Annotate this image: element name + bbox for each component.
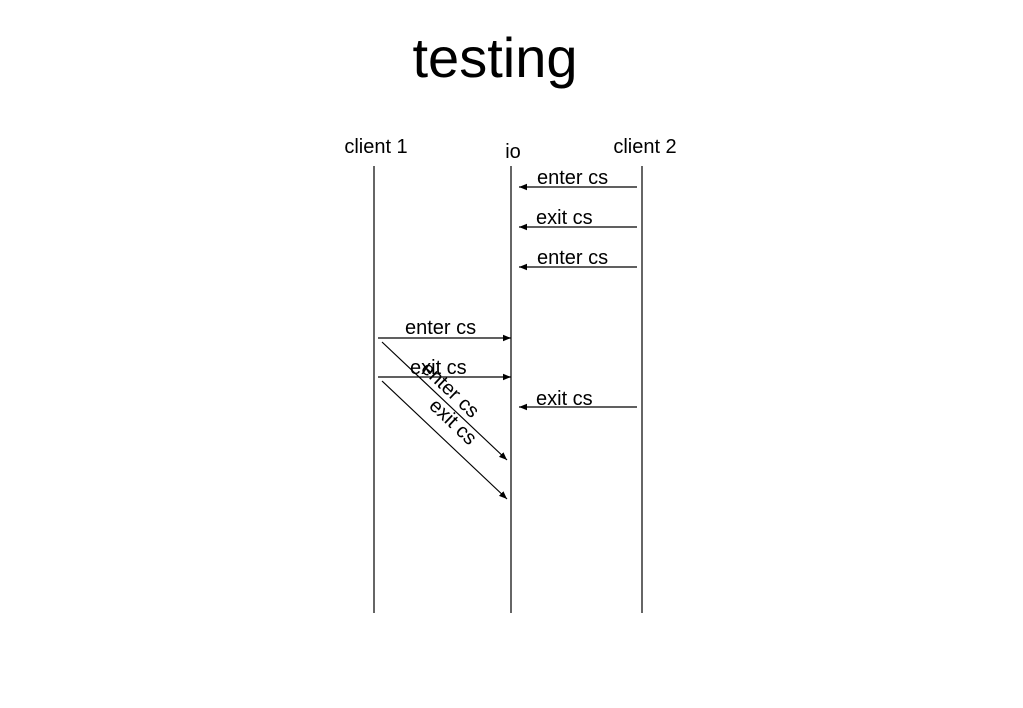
message-label-3: enter cs	[537, 247, 608, 269]
participant-label-io: io	[505, 141, 521, 163]
message-arrow-6	[381, 341, 508, 461]
diagram-title: testing	[413, 26, 578, 89]
message-label-8: exit cs	[536, 388, 593, 410]
message-label-5: exit cs	[410, 357, 467, 379]
message-arrow-7	[381, 380, 508, 500]
message-label-2: exit cs	[536, 207, 593, 229]
participant-label-client-2: client 2	[613, 136, 676, 158]
message-label-1: enter cs	[537, 167, 608, 189]
participant-label-client-1: client 1	[344, 136, 407, 158]
message-label-4: enter cs	[405, 317, 476, 339]
